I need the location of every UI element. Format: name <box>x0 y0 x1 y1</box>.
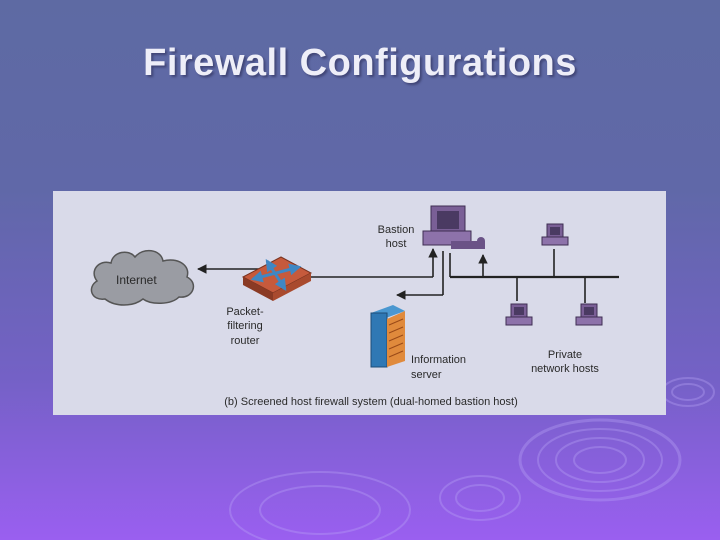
svg-text:network hosts: network hosts <box>531 363 599 375</box>
svg-text:filtering: filtering <box>227 320 262 332</box>
svg-text:Bastion: Bastion <box>378 224 415 236</box>
information-server-label: Information server <box>411 354 466 381</box>
bastion-host-label: Bastion host <box>378 224 415 250</box>
svg-text:Private: Private <box>548 349 582 361</box>
private-host-computer-icon <box>541 223 569 246</box>
private-host-computer-icon <box>575 303 603 326</box>
internet-cloud: Internet <box>90 249 195 306</box>
firewall-diagram: Internet Packet- filtering router Bastio… <box>90 205 619 408</box>
internet-label: Internet <box>116 273 157 287</box>
svg-text:Packet-: Packet- <box>226 306 264 318</box>
svg-text:Information: Information <box>411 354 466 366</box>
router-label: Packet- filtering router <box>226 306 264 347</box>
packet-filtering-router-icon <box>241 256 313 301</box>
bastion-host-computer-icon <box>422 205 485 249</box>
diagram-caption: (b) Screened host firewall system (dual-… <box>224 396 517 408</box>
diagram-panel: Internet Packet- filtering router Bastio… <box>53 191 666 415</box>
slide-title: Firewall Configurations <box>143 42 577 84</box>
svg-text:server: server <box>411 369 442 381</box>
private-host-computer-icon <box>505 303 533 326</box>
svg-text:router: router <box>231 335 260 347</box>
information-server-icon <box>370 305 405 368</box>
private-hosts-label: Private network hosts <box>531 349 599 375</box>
svg-text:host: host <box>386 238 407 250</box>
